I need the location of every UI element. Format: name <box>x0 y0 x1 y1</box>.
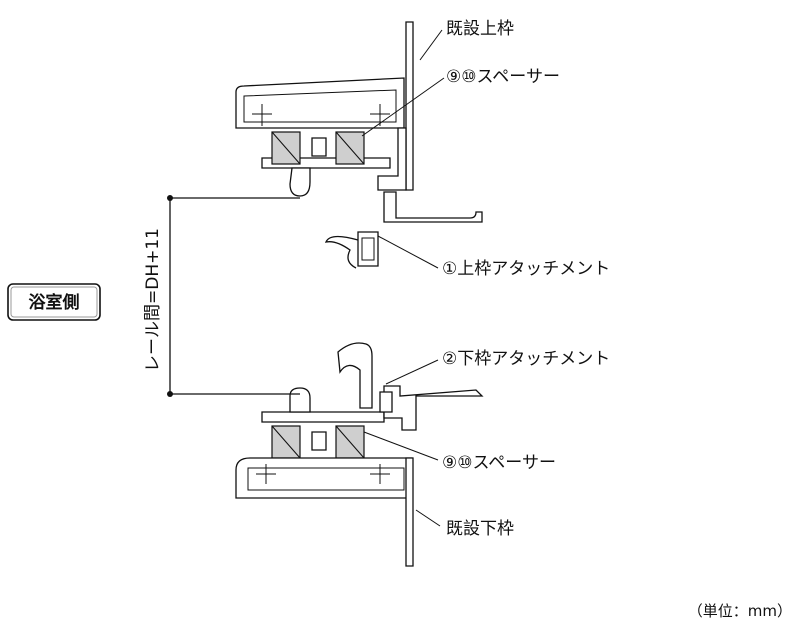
label-bottom-attachment: ②下枠アタッチメント <box>442 349 610 369</box>
bathroom-side-label: 浴室側 <box>29 292 80 313</box>
label-spacer-bottom: ⑨⑩スペーサー <box>442 453 556 473</box>
rail-gap-label: レール間=DH+11 <box>143 228 163 372</box>
top-rail-hook <box>289 167 311 197</box>
label-existing-bottom-frame: 既設下枠 <box>446 519 514 539</box>
top-attachment <box>357 231 379 267</box>
dimension-dot-bottom <box>167 391 173 397</box>
label-top-attachment: ①上枠アタッチメント <box>442 259 610 279</box>
top-frame-body <box>235 77 405 129</box>
leader-lines <box>361 29 445 527</box>
top-frame-assembly <box>235 21 483 269</box>
label-spacer-top: ⑨⑩スペーサー <box>446 67 560 87</box>
existing-bottom-frame-plate <box>405 457 414 567</box>
bottom-frame-body <box>235 457 413 499</box>
bottom-attachment <box>337 342 373 409</box>
label-existing-top-frame: 既設上枠 <box>446 19 514 39</box>
unit-note: （単位：mm） <box>688 602 792 620</box>
dimension-dot-top <box>167 195 173 201</box>
bathroom-side-badge: 浴室側 <box>7 283 101 321</box>
existing-top-frame-plate <box>405 21 414 191</box>
rail-gap-dimension: レール間=DH+11 <box>143 195 300 397</box>
